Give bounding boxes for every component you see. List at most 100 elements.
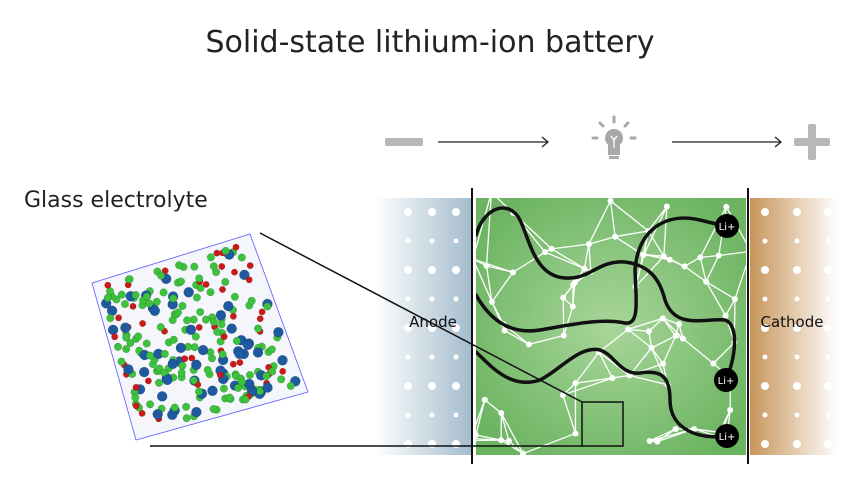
li-ion-label: Li+ (719, 432, 736, 443)
atom (231, 268, 238, 276)
atom (247, 296, 256, 305)
cathode-dot (825, 296, 831, 302)
network-bond (628, 347, 653, 376)
network-bond (504, 329, 530, 345)
atom (258, 308, 266, 316)
atom (262, 372, 271, 381)
atom (103, 293, 112, 302)
network-bond (562, 394, 577, 434)
atom (221, 277, 230, 286)
atom (134, 332, 143, 341)
atom (154, 378, 164, 387)
atom (113, 342, 123, 351)
cathode-dot (794, 296, 800, 302)
network-bond (491, 271, 514, 303)
cathode-dot (824, 266, 832, 274)
cathode-dot (762, 296, 768, 302)
atom (219, 384, 228, 393)
network-node (722, 312, 729, 319)
atom (209, 405, 218, 414)
network-node (548, 245, 555, 252)
atom (157, 271, 166, 280)
atom (138, 409, 146, 417)
atom (209, 317, 218, 326)
network-node (731, 296, 738, 303)
network-bond (551, 248, 585, 270)
atom (138, 366, 150, 378)
atom (156, 391, 168, 402)
anode-dot (428, 440, 436, 448)
network-bond (484, 399, 502, 414)
atom (107, 324, 119, 336)
atom (182, 402, 191, 411)
atom (229, 312, 237, 320)
network-bond (663, 206, 668, 257)
network-node (542, 249, 549, 256)
atom (104, 281, 112, 289)
network-bond (598, 328, 629, 353)
network-bond (648, 317, 664, 332)
arrow-left (438, 136, 550, 148)
zoom-box (581, 401, 624, 447)
cathode-dot (794, 354, 800, 360)
network-bond (647, 230, 665, 257)
cathode-dot (824, 440, 832, 448)
atom (162, 374, 173, 386)
network-node (510, 269, 517, 276)
atom (206, 288, 215, 297)
network-bond (476, 399, 486, 427)
anode-dot (429, 354, 435, 360)
network-bond (627, 328, 652, 349)
glass-electrolyte-label: Glass electrolyte (24, 188, 208, 213)
network-node (710, 360, 717, 367)
li-ion-label: Li+ (718, 376, 735, 387)
atom (245, 276, 253, 284)
atom (206, 253, 215, 262)
atom (215, 309, 227, 321)
anode-dot (429, 412, 435, 418)
cathode-dot (794, 412, 800, 418)
atom (191, 359, 202, 371)
anode-dot (452, 324, 460, 332)
atom (159, 288, 168, 297)
atom (277, 355, 288, 366)
network-bond (512, 251, 546, 273)
network-node (663, 203, 670, 210)
cathode-dot (762, 412, 768, 418)
network-bond (705, 281, 727, 316)
network-bond (500, 439, 524, 455)
cathode-dot (761, 382, 769, 390)
atom (229, 360, 237, 368)
network-node (560, 332, 567, 339)
network-bond (643, 253, 664, 257)
network-bond (500, 412, 524, 454)
atom (202, 280, 210, 288)
atom (213, 327, 222, 336)
network-bond (610, 200, 649, 232)
network-node (581, 265, 588, 272)
glass-atomic-structure (100, 243, 301, 423)
li-ion-label: Li+ (719, 222, 736, 233)
atom (267, 345, 276, 354)
anode-dot (453, 354, 459, 360)
cathode-dot (824, 382, 832, 390)
network-bond (700, 254, 719, 258)
atom (122, 344, 131, 354)
network-bond (705, 281, 736, 300)
network-bond (500, 413, 510, 442)
network-node (640, 251, 647, 258)
li-ion-1: Li+ (715, 214, 739, 238)
cathode-dot (761, 208, 769, 216)
network-bond (651, 347, 664, 365)
network-bond (718, 251, 746, 257)
network-bond (663, 255, 685, 267)
anode-dot (452, 382, 460, 390)
atom (256, 315, 264, 323)
atom (191, 332, 200, 341)
network-bond (684, 265, 707, 283)
network-bond (476, 198, 491, 251)
network-node (679, 335, 686, 342)
atom (220, 333, 228, 341)
atom (219, 286, 226, 293)
atom (126, 338, 135, 347)
